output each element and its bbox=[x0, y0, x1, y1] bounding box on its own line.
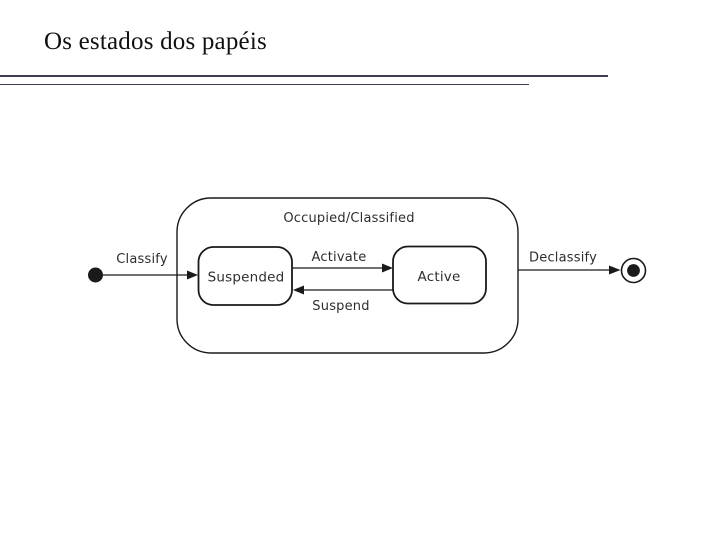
composite-state-label: Occupied/Classified bbox=[283, 211, 414, 226]
state-active-label: Active bbox=[418, 269, 461, 285]
declassify-arrowhead-icon bbox=[609, 265, 621, 275]
initial-state-node bbox=[88, 267, 103, 283]
state-suspended bbox=[197, 246, 293, 306]
declassify-transition-label: Declassify bbox=[529, 251, 597, 266]
page-title: Os estados dos papéis bbox=[44, 28, 267, 55]
suspend-transition-label: Suspend bbox=[312, 299, 369, 314]
state-suspended-label: Suspended bbox=[208, 270, 285, 286]
classify-arrowhead-icon bbox=[187, 270, 198, 280]
header-rule-top bbox=[0, 75, 608, 77]
state-active bbox=[392, 245, 487, 305]
classify-transition-label: Classify bbox=[116, 252, 168, 267]
header-rule-bottom bbox=[0, 83, 529, 86]
final-state-inner-dot bbox=[627, 264, 640, 277]
suspend-arrowhead-icon bbox=[293, 285, 304, 295]
activate-transition-label: Activate bbox=[312, 250, 367, 265]
activate-arrowhead-icon bbox=[382, 263, 393, 273]
